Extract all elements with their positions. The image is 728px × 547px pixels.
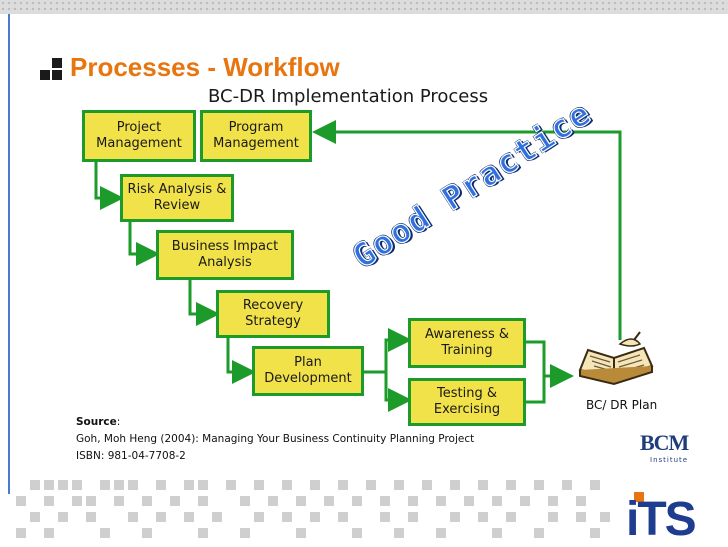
box-testing-exercising: Testing & Exercising — [408, 378, 526, 426]
box-plan-development: Plan Development — [252, 346, 364, 396]
bottom-decor-band — [16, 480, 610, 538]
box-awareness-training: Awareness & Training — [408, 318, 526, 368]
its-logo-dot — [634, 492, 644, 502]
bcm-institute-logo: BCM Institute — [640, 430, 689, 464]
box-program-management: Program Management — [200, 110, 312, 162]
box-business-impact: Business Impact Analysis — [156, 230, 294, 280]
open-book-icon — [578, 331, 654, 386]
slide-title: Processes - Workflow — [70, 52, 340, 82]
source-label: Source — [76, 416, 117, 428]
good-practice-stamp: Good Practice — [345, 93, 599, 277]
box-project-management: Project Management — [82, 110, 196, 162]
source-citation: Source: Goh, Moh Heng (2004): Managing Y… — [76, 414, 474, 465]
top-decor-bar — [0, 0, 728, 14]
title-bullet-icon — [40, 58, 62, 80]
its-logo: iTS — [626, 493, 697, 546]
box-risk-analysis: Risk Analysis & Review — [120, 174, 234, 222]
diagram-title: BC-DR Implementation Process — [208, 86, 489, 107]
left-rule — [8, 14, 10, 494]
source-isbn: ISBN: 981-04-7708-2 — [76, 450, 186, 462]
plan-label: BC/ DR Plan — [586, 398, 658, 412]
box-recovery-strategy: Recovery Strategy — [216, 290, 330, 338]
source-reference: Goh, Moh Heng (2004): Managing Your Busi… — [76, 433, 475, 445]
